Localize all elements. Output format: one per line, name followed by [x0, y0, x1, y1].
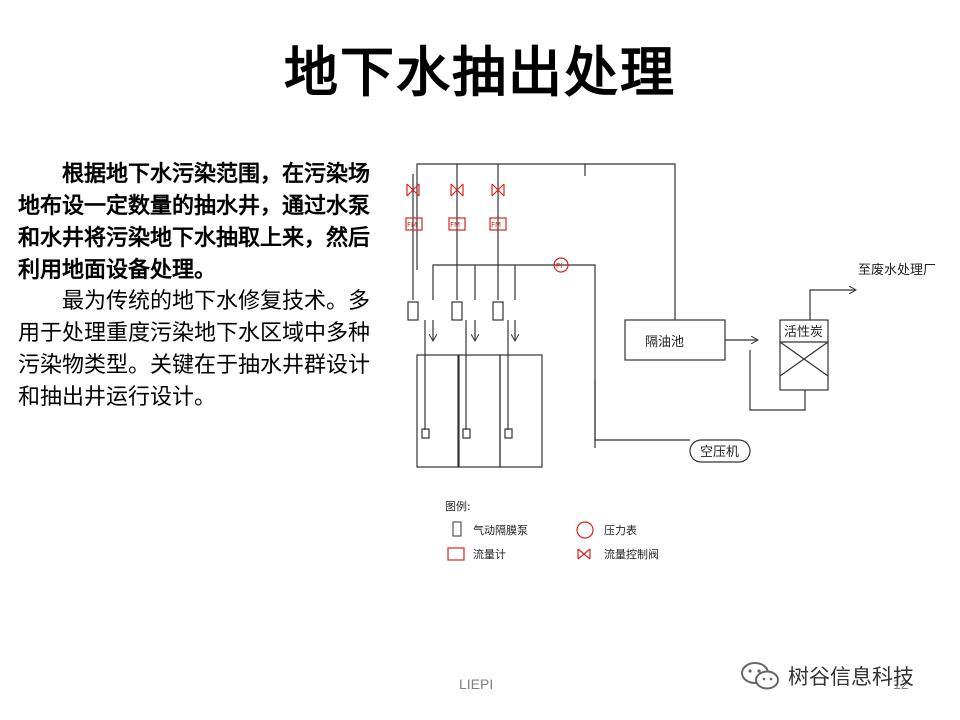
valve-3 [491, 183, 505, 197]
air-compressor-box [689, 439, 751, 463]
footer-text: LIEPI [459, 676, 494, 692]
well-3 [499, 354, 543, 468]
flowmeter-tag-1: FM [407, 221, 417, 229]
legend-valve: 流量控制阀 [604, 547, 659, 561]
paragraph-method: 根据地下水污染范围，在污染场地布设一定数量的抽水井，通过水泵和水井将污染地下水抽… [18, 161, 371, 283]
flowmeter-2 [448, 217, 466, 231]
valve-icon [577, 548, 591, 560]
to-plant-label: 至废水处理厂 [858, 262, 936, 278]
header-pipe [416, 163, 676, 320]
wechat-icon [741, 662, 779, 690]
gauge-icon [576, 521, 594, 539]
watermark-label: 树谷信息科技 [788, 665, 914, 689]
paragraph-notes: 最为传统的地下水修复技术。多用于处理重度污染地下水区域中多种污染物类型。关键在于… [18, 289, 371, 410]
activated-carbon-label: 活性炭 [784, 325, 823, 340]
pump-1 [407, 301, 419, 321]
valve-2 [450, 183, 464, 197]
legend-title: 图例: [445, 499, 471, 513]
description-text: 根据地下水污染范围，在污染场地布设一定数量的抽水井，通过水泵和水井将污染地下水抽… [18, 158, 370, 414]
pump-3 [492, 301, 504, 321]
flowmeter-1 [405, 217, 423, 231]
page-number: 12 [893, 676, 909, 692]
flowmeter-3 [489, 217, 507, 231]
activated-carbon-box [779, 319, 829, 391]
legend-pump: 气动隔膜泵 [473, 523, 528, 537]
pump-and-treat-diagram: FM FM FM PI 隔油池 活性炭 空压机 至废水处理厂 图例: 气动隔膜泵… [405, 163, 936, 561]
watermark: 树谷信息科技 [740, 660, 914, 692]
air-compressor-label: 空压机 [700, 445, 739, 460]
well-screen-1 [421, 428, 430, 439]
gauge-tag: PI [556, 262, 562, 270]
pump-2 [451, 301, 463, 321]
valve-1 [406, 183, 420, 197]
flowmeter-tag-2: FM [450, 221, 460, 229]
legend-gauge: 压力表 [604, 523, 637, 537]
well-screen-3 [504, 428, 513, 439]
air-line [432, 264, 596, 448]
flowmeter-tag-3: FM [491, 221, 501, 229]
page-title: 地下水抽出处理 [284, 41, 676, 104]
legend-flowmeter: 流量计 [473, 547, 506, 561]
oil-separator-label: 隔油池 [645, 335, 684, 350]
pressure-gauge [553, 257, 569, 273]
pump-icon [452, 521, 462, 537]
well-screen-2 [462, 428, 471, 439]
flowmeter-icon [447, 547, 465, 561]
well-2 [457, 354, 501, 468]
well-1 [416, 354, 460, 468]
